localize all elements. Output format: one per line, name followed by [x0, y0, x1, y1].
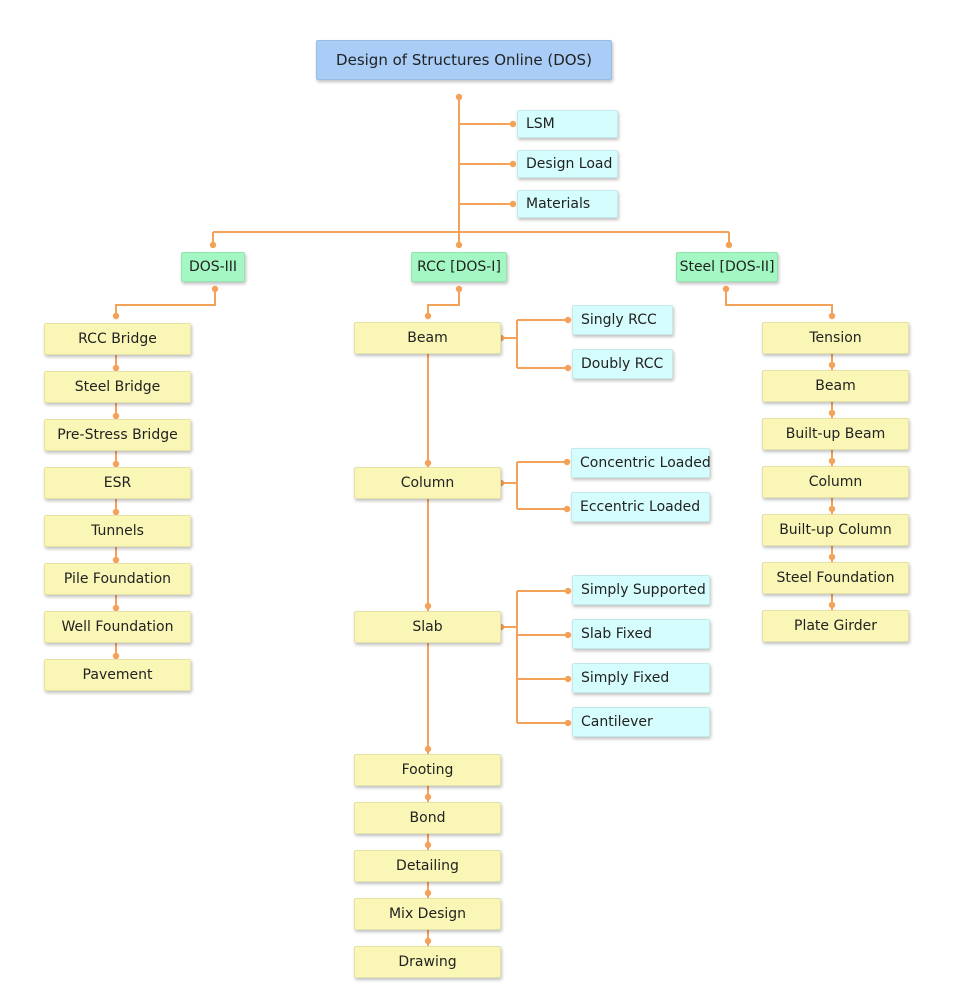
connector-dot	[424, 745, 432, 753]
rcc-slab-sub-simply-fixed[interactable]: Simply Fixed	[572, 663, 710, 693]
dos3-item-pile-foundation[interactable]: Pile Foundation	[44, 563, 191, 595]
rcc-column-sub-eccentric-loaded[interactable]: Eccentric Loaded	[571, 492, 710, 522]
connector-dot	[563, 505, 571, 513]
rcc-slab-sub-slab-fixed[interactable]: Slab Fixed	[572, 619, 710, 649]
connector-line	[725, 289, 833, 316]
dos3-item-rcc-bridge[interactable]: RCC Bridge	[44, 323, 191, 355]
connector-dot	[112, 508, 120, 516]
connector-dot	[563, 458, 571, 466]
rcc-beam-sub-singly-rcc[interactable]: Singly RCC	[572, 305, 673, 335]
rcc-slab-sub-cantilever[interactable]: Cantilever	[572, 707, 710, 737]
connector-dot	[424, 602, 432, 610]
rcc-item-mix-design[interactable]: Mix Design	[354, 898, 501, 930]
rcc-item-bond[interactable]: Bond	[354, 802, 501, 834]
connector-dot	[424, 841, 432, 849]
connector-dot	[424, 937, 432, 945]
connector-dot	[509, 200, 517, 208]
connector-dot	[722, 285, 730, 293]
node-lsm[interactable]: LSM	[517, 110, 618, 138]
connector-dot	[564, 316, 572, 324]
connector-dot	[112, 556, 120, 564]
rcc-item-slab[interactable]: Slab	[354, 611, 501, 643]
dos3-item-tunnels[interactable]: Tunnels	[44, 515, 191, 547]
connector-dot	[209, 241, 217, 249]
dos3-item-pre-stress-bridge[interactable]: Pre-Stress Bridge	[44, 419, 191, 451]
connector-dot	[828, 553, 836, 561]
connector-dot	[455, 285, 463, 293]
connector-dot	[455, 241, 463, 249]
connector-dot	[112, 460, 120, 468]
dos3-item-well-foundation[interactable]: Well Foundation	[44, 611, 191, 643]
connector-dot	[564, 631, 572, 639]
connector-dot	[211, 285, 219, 293]
connector-line	[115, 289, 216, 316]
connector-dot	[424, 889, 432, 897]
branch-dos-iii[interactable]: DOS-III	[181, 252, 245, 282]
steel-item-built-up-beam[interactable]: Built-up Beam	[762, 418, 909, 450]
dos3-item-steel-bridge[interactable]: Steel Bridge	[44, 371, 191, 403]
connector-dot	[112, 652, 120, 660]
rcc-item-footing[interactable]: Footing	[354, 754, 501, 786]
steel-item-steel-foundation[interactable]: Steel Foundation	[762, 562, 909, 594]
rcc-item-column[interactable]: Column	[354, 467, 501, 499]
connector-dot	[564, 364, 572, 372]
connector-dot	[828, 457, 836, 465]
connector-dot	[828, 312, 836, 320]
connector-dot	[509, 160, 517, 168]
rcc-item-detailing[interactable]: Detailing	[354, 850, 501, 882]
rcc-beam-sub-doubly-rcc[interactable]: Doubly RCC	[572, 349, 673, 379]
branch-steel-dos-ii[interactable]: Steel [DOS-II]	[676, 252, 778, 282]
connector-dot	[424, 793, 432, 801]
dos3-item-pavement[interactable]: Pavement	[44, 659, 191, 691]
node-materials[interactable]: Materials	[517, 190, 618, 218]
node-design-load[interactable]: Design Load	[517, 150, 618, 178]
connector-line	[427, 289, 460, 316]
connector-dot	[112, 312, 120, 320]
connector-dot	[564, 587, 572, 595]
connector-dot	[828, 409, 836, 417]
connector-dot	[509, 120, 517, 128]
branch-rcc-dos-i[interactable]: RCC [DOS-I]	[411, 252, 507, 282]
root-node[interactable]: Design of Structures Online (DOS)	[316, 40, 612, 80]
steel-item-tension[interactable]: Tension	[762, 322, 909, 354]
connector-dot	[828, 601, 836, 609]
connector-dot	[564, 675, 572, 683]
connector-dot	[424, 312, 432, 320]
connector-dot	[828, 361, 836, 369]
connector-dot	[828, 505, 836, 513]
steel-item-beam[interactable]: Beam	[762, 370, 909, 402]
connector-dot	[455, 93, 463, 101]
connector-dot	[725, 241, 733, 249]
steel-item-column[interactable]: Column	[762, 466, 909, 498]
rcc-item-beam[interactable]: Beam	[354, 322, 501, 354]
dos3-item-esr[interactable]: ESR	[44, 467, 191, 499]
connector-dot	[112, 364, 120, 372]
connector-dot	[424, 459, 432, 467]
rcc-column-sub-concentric-loaded[interactable]: Concentric Loaded	[571, 448, 711, 478]
steel-item-built-up-column[interactable]: Built-up Column	[762, 514, 909, 546]
rcc-item-drawing[interactable]: Drawing	[354, 946, 501, 978]
rcc-slab-sub-simply-supported[interactable]: Simply Supported	[572, 575, 710, 605]
connector-dot	[564, 719, 572, 727]
steel-item-plate-girder[interactable]: Plate Girder	[762, 610, 909, 642]
connector-dot	[112, 604, 120, 612]
connector-dot	[112, 412, 120, 420]
